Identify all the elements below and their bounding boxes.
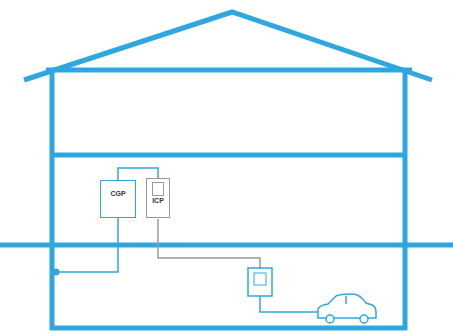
- wall-charger: [248, 268, 272, 296]
- ground-line: [0, 243, 453, 248]
- spacer: [101, 181, 135, 190]
- meter-box: CGP: [100, 180, 136, 218]
- basement-floor: [50, 326, 407, 331]
- car-window: [345, 296, 347, 304]
- box-label: CGP: [101, 190, 135, 198]
- box-label: ICP: [147, 197, 169, 205]
- house-outline: [0, 12, 453, 330]
- car: [318, 294, 376, 323]
- left-wall: [50, 70, 55, 330]
- box-window: [152, 182, 164, 196]
- charger-screen: [254, 273, 266, 285]
- upper-floor: [52, 153, 405, 158]
- protection-box: ICP: [146, 178, 170, 218]
- front-wheel: [326, 315, 334, 323]
- charging-cable: [260, 296, 318, 312]
- rear-wheel: [360, 315, 368, 323]
- car-body: [318, 294, 376, 318]
- roof: [24, 12, 432, 80]
- ceiling: [46, 68, 412, 73]
- supply-cable: [56, 218, 118, 272]
- charger-box: [248, 268, 272, 296]
- right-wall: [403, 70, 408, 330]
- charger-cable: [158, 219, 260, 268]
